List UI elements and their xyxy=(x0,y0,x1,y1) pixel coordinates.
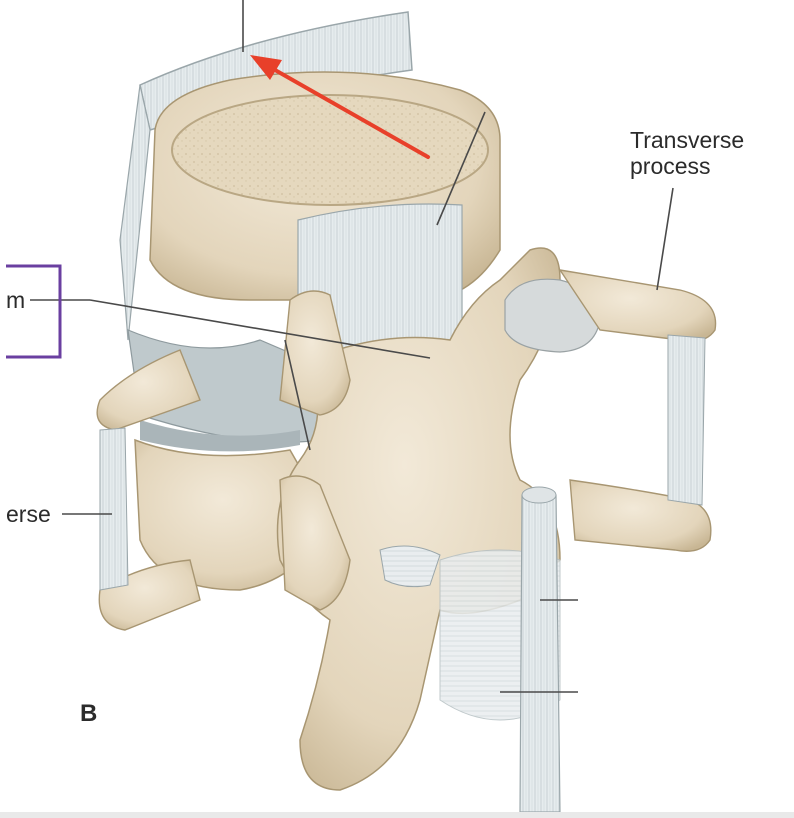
leader-line-left-top-diagonal xyxy=(89,299,431,359)
label-transverse-process: Transverse process xyxy=(630,127,745,179)
superior-articular-process xyxy=(279,290,351,611)
ligamentum-flavum xyxy=(379,545,441,588)
highlight-bracket xyxy=(6,264,62,359)
figure-panel-letter: B xyxy=(80,700,98,727)
supraspinous-ligament xyxy=(519,486,561,813)
label-partial-left-top: m xyxy=(6,287,26,313)
label-partial-left-bottom: erse xyxy=(6,501,51,527)
leader-line-posterior-ligament xyxy=(436,111,486,226)
bottom-edge xyxy=(0,812,794,818)
leader-line-left-top-2 xyxy=(284,339,311,451)
annotation-arrow xyxy=(250,55,430,159)
leader-lines xyxy=(30,0,674,693)
right-transverse-process xyxy=(558,269,717,552)
leader-line-transverse-process xyxy=(656,187,674,291)
masked-label-area xyxy=(578,560,794,805)
left-transverse-process xyxy=(96,349,201,631)
